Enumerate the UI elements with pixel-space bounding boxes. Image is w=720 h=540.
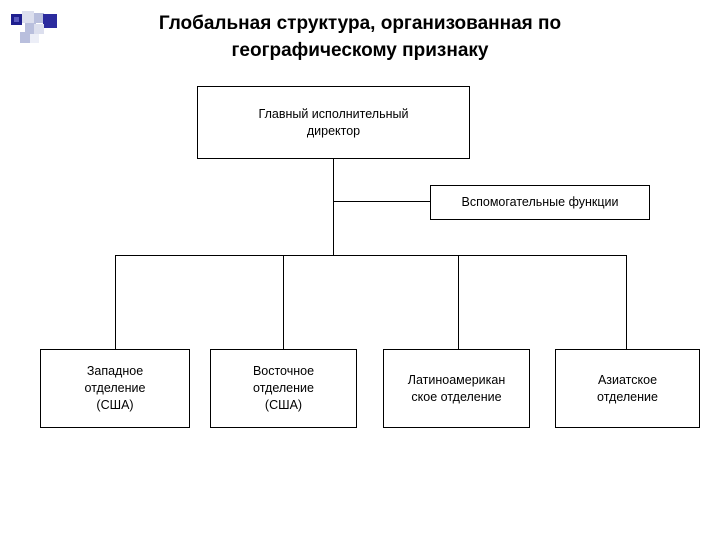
org-node-division-asia[interactable]: Азиатское отделение: [555, 349, 700, 428]
connector-ceo-trunk: [333, 159, 334, 256]
org-node-division-west-usa[interactable]: Западное отделение (США): [40, 349, 190, 428]
connector-drop-division-0: [115, 255, 116, 349]
square-inner-accent: [14, 17, 19, 22]
connector-drop-division-3: [626, 255, 627, 349]
page-title: Глобальная структура, организованная по …: [96, 10, 624, 64]
square-pale-center: [34, 24, 44, 34]
connector-drop-division-2: [458, 255, 459, 349]
decorative-square-mosaic-logo: [8, 10, 60, 50]
square-light-center: [25, 23, 36, 34]
square-mid-lower: [20, 32, 31, 43]
square-pale-lower: [30, 34, 39, 43]
connector-drop-division-1: [283, 255, 284, 349]
org-node-support-functions-label: Вспомогательные функции: [461, 195, 619, 209]
square-mid-upper: [34, 13, 44, 23]
org-node-division-east-usa-label: Восточное отделение (США): [252, 364, 315, 412]
org-node-division-west-usa-label: Западное отделение (США): [84, 364, 146, 412]
org-node-division-latin-america[interactable]: Латиноамерикан ское отделение: [383, 349, 530, 428]
connector-division-bus: [115, 255, 626, 256]
page-title-line-1: Глобальная структура, организованная по: [158, 13, 562, 34]
org-node-division-east-usa[interactable]: Восточное отделение (США): [210, 349, 357, 428]
org-node-ceo[interactable]: Главный исполнительный директор: [197, 86, 470, 159]
org-node-division-latin-america-label: Латиноамерикан ское отделение: [407, 372, 506, 404]
org-node-division-asia-label: Азиатское отделение: [597, 372, 658, 404]
square-navy-right: [43, 14, 57, 28]
connector-branch-to-support: [333, 201, 430, 202]
org-node-ceo-label: Главный исполнительный директор: [258, 106, 409, 138]
org-node-support-functions[interactable]: Вспомогательные функции: [430, 185, 650, 220]
page-title-line-2: географическому признаку: [231, 40, 489, 61]
square-pale-upper: [22, 11, 34, 23]
